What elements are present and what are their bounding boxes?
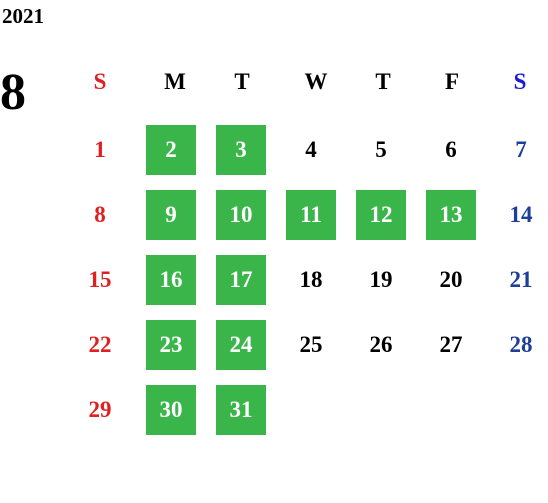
day-cell-11: 11 [286, 190, 336, 240]
day-cell-18: 18 [299, 267, 323, 292]
day-cell-28: 28 [509, 332, 533, 357]
day-cell-13: 13 [426, 190, 476, 240]
day-cell-12: 12 [356, 190, 406, 240]
day-cell-22: 22 [88, 332, 112, 357]
day-cell-23: 23 [146, 320, 196, 370]
day-cell-14: 14 [509, 202, 533, 227]
day-cell-2: 2 [146, 125, 196, 175]
day-cell-17: 17 [216, 255, 266, 305]
day-cell-29: 29 [88, 397, 112, 422]
day-cell-25: 25 [299, 332, 323, 357]
day-cell-3: 3 [216, 125, 266, 175]
weekday-thursday: T [375, 69, 391, 94]
day-cell-19: 19 [369, 267, 393, 292]
weekday-sunday: S [93, 69, 107, 94]
day-cell-9: 9 [146, 190, 196, 240]
weekday-friday: F [444, 69, 460, 94]
day-cell-8: 8 [94, 202, 106, 227]
day-cell-15: 15 [88, 267, 112, 292]
day-cell-1: 1 [94, 137, 106, 162]
calendar-year: 2021 [2, 4, 44, 28]
day-cell-20: 20 [439, 267, 463, 292]
day-cell-10: 10 [216, 190, 266, 240]
day-cell-27: 27 [439, 332, 463, 357]
day-cell-30: 30 [146, 385, 196, 435]
day-cell-26: 26 [369, 332, 393, 357]
day-cell-6: 6 [445, 137, 457, 162]
day-cell-24: 24 [216, 320, 266, 370]
weekday-saturday: S [513, 69, 527, 94]
day-cell-5: 5 [375, 137, 387, 162]
day-cell-16: 16 [146, 255, 196, 305]
weekday-tuesday: T [234, 69, 250, 94]
weekday-wednesday: W [304, 69, 328, 94]
calendar-month: 8 [0, 64, 26, 121]
day-cell-7: 7 [515, 137, 527, 162]
day-cell-31: 31 [216, 385, 266, 435]
weekday-monday: M [164, 69, 186, 94]
day-cell-21: 21 [509, 267, 533, 292]
day-cell-4: 4 [305, 137, 317, 162]
